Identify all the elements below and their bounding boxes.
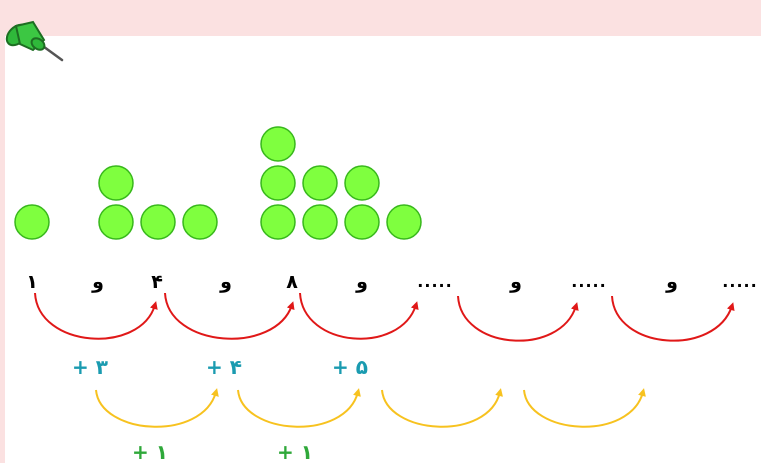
- diff-arrow-4: [523, 388, 646, 428]
- term-1: ١: [26, 271, 38, 293]
- term-4-blank: .....: [417, 272, 453, 291]
- step-arrow-3: [299, 292, 419, 340]
- separator-2: و: [220, 271, 232, 293]
- first-diff-2: + ۴: [206, 355, 242, 379]
- second-diff-2: + ١: [277, 440, 313, 463]
- dot: [260, 204, 296, 240]
- separator-4: و: [510, 271, 522, 293]
- dot: [386, 204, 422, 240]
- dot: [98, 204, 134, 240]
- dot-group-1: [14, 204, 50, 240]
- separator-3: و: [356, 271, 368, 293]
- dot: [14, 204, 50, 240]
- dot: [98, 165, 134, 201]
- term-3: ٨: [286, 271, 298, 293]
- dot: [260, 126, 296, 162]
- dot: [260, 165, 296, 201]
- separator-1: و: [92, 271, 104, 293]
- term-5-blank: .....: [571, 272, 607, 291]
- first-diff-3: + ۵: [332, 355, 368, 379]
- diff-arrow-3: [381, 388, 503, 428]
- dot: [182, 204, 218, 240]
- step-arrow-1: [34, 292, 158, 340]
- dot: [344, 204, 380, 240]
- separator-5: و: [666, 271, 678, 293]
- step-arrow-4: [457, 295, 579, 342]
- second-diff-1: + ١: [132, 440, 168, 463]
- diff-arrow-2: [237, 388, 361, 428]
- diff-arrow-1: [95, 388, 219, 428]
- dot: [140, 204, 176, 240]
- header-banner: [0, 0, 761, 36]
- term-2: ۴: [151, 271, 163, 293]
- first-diff-1: + ٣: [72, 355, 108, 379]
- term-6-blank: .....: [722, 272, 758, 291]
- left-border: [0, 0, 5, 463]
- dot: [302, 165, 338, 201]
- dot: [302, 204, 338, 240]
- dot: [344, 165, 380, 201]
- pushpin-icon: [5, 20, 64, 62]
- dot-group-4: [98, 165, 218, 240]
- step-arrow-2: [164, 292, 295, 340]
- step-arrow-5: [611, 295, 735, 342]
- dot-group-8: [260, 126, 422, 240]
